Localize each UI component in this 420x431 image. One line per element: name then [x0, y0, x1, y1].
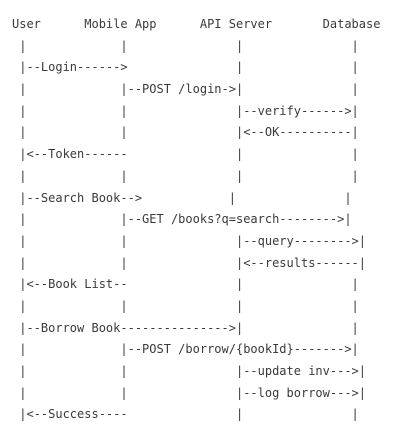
- participant-header: User Mobile App API Server Database: [12, 17, 381, 31]
- message-update-inv: | | |--update inv--->|: [12, 364, 367, 378]
- message-post-login: | |--POST /login->| |: [12, 82, 359, 97]
- message-query: | | |--query-------->|: [12, 233, 367, 248]
- message-get-books: | |--GET /books?q=search-------->|: [12, 212, 352, 227]
- message-results: | | |<--results------|: [12, 255, 367, 270]
- message-login: |--Login------> | |: [12, 60, 359, 75]
- message-success: |<--Success---- | |: [12, 407, 359, 422]
- message-book-list: |<--Book List-- | |: [12, 277, 359, 292]
- message-ok: | | |<--OK----------|: [12, 125, 359, 140]
- lifeline-row: | | | |: [12, 38, 359, 53]
- lifeline-row: | | | |: [12, 298, 359, 313]
- message-log-borrow: | | |--log borrow--->|: [12, 385, 367, 400]
- message-verify: | | |--verify------>|: [12, 103, 359, 118]
- message-search-book: |--Search Book--> | |: [12, 190, 352, 205]
- lifeline-row: | | | |: [12, 168, 359, 183]
- message-token: |<--Token------ | |: [12, 147, 359, 162]
- sequence-diagram: User Mobile App API Server Database | | …: [12, 14, 380, 426]
- message-post-borrow: | |--POST /borrow/{bookId}------->|: [12, 342, 359, 357]
- message-borrow-book: |--Borrow Book--------------->| |: [12, 320, 359, 335]
